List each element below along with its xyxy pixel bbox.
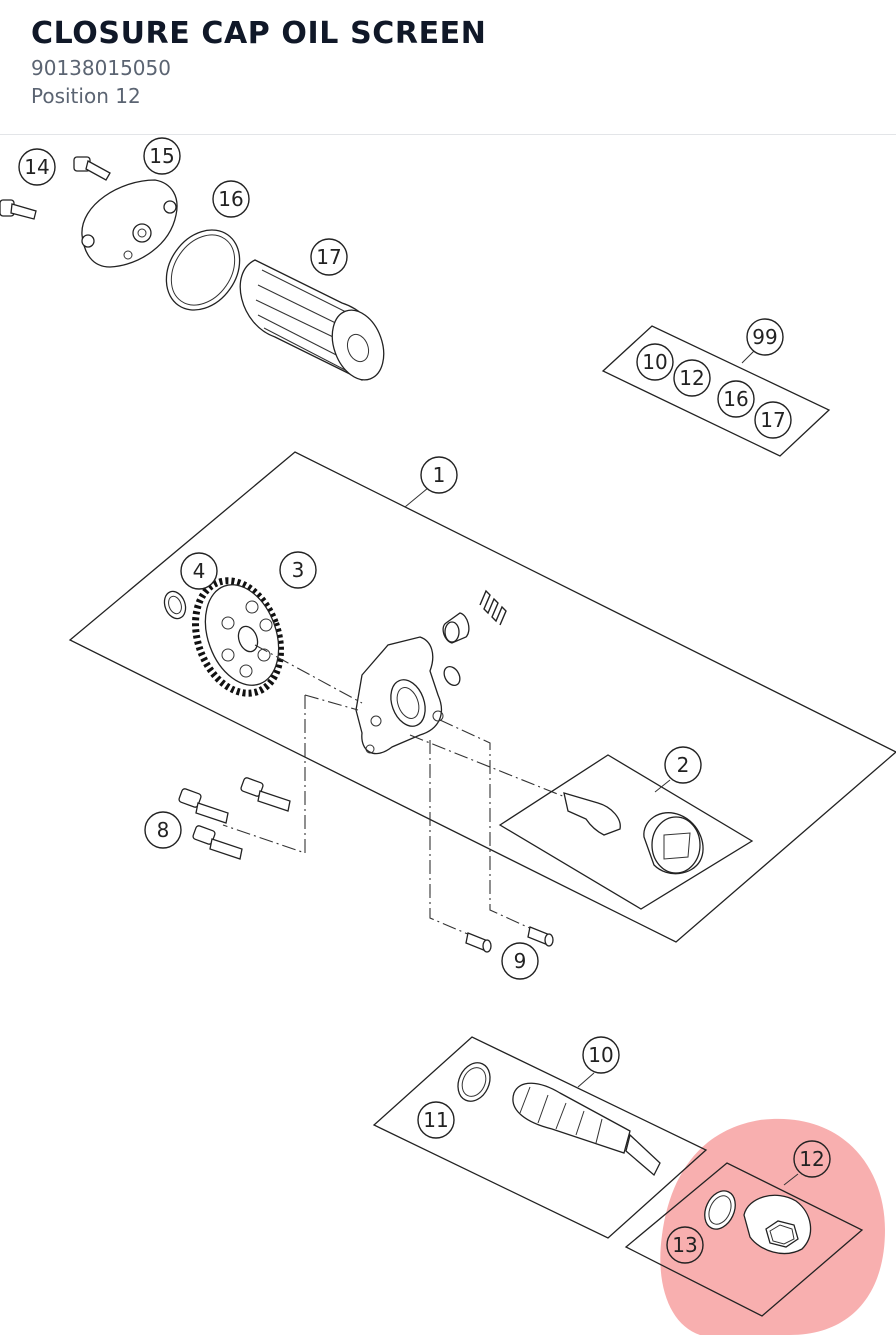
callout-kit-12[interactable]: 12	[673, 359, 711, 397]
filter-element-part	[239, 259, 385, 381]
part-number: 90138015050	[31, 56, 171, 80]
exploded-parts-diagram: 14 15 16 17 99 10 12 16 17 1 4 3 2 8 9 1…	[0, 137, 896, 1335]
callout-label: 16	[723, 387, 748, 411]
filter-cover-part	[81, 179, 178, 268]
bolt-part	[192, 825, 243, 860]
callout-14[interactable]: 14	[18, 148, 56, 186]
callout-12[interactable]: 12	[793, 1140, 831, 1178]
callout-2[interactable]: 2	[664, 746, 702, 784]
callout-label: 14	[24, 155, 49, 179]
seal-ring-part	[704, 1190, 736, 1230]
callout-label: 9	[514, 949, 527, 973]
bolt-part	[73, 156, 111, 181]
oil-filter-group	[0, 156, 385, 381]
kit-99-box	[601, 325, 831, 457]
callout-16[interactable]: 16	[212, 180, 250, 218]
bolt-part	[240, 777, 291, 812]
callout-label: 12	[799, 1147, 824, 1171]
callout-kit-10[interactable]: 10	[636, 343, 674, 381]
pump-housing-part	[355, 636, 444, 755]
closure-cap-part	[743, 1194, 812, 1254]
callout-8[interactable]: 8	[144, 811, 182, 849]
callout-label: 2	[677, 753, 690, 777]
callout-17[interactable]: 17	[310, 238, 348, 276]
gear-part	[191, 577, 285, 697]
callout-label: 11	[423, 1108, 448, 1132]
callout-10[interactable]: 10	[582, 1036, 620, 1074]
o-ring-part	[457, 1062, 491, 1102]
o-ring-part	[165, 229, 241, 311]
callout-label: 4	[193, 559, 206, 583]
callout-label: 8	[157, 818, 170, 842]
page-header: CLOSURE CAP OIL SCREEN 90138015050 Posit…	[0, 0, 896, 135]
oil-pump-assembly-box	[68, 451, 896, 943]
closure-cap-box	[624, 1162, 864, 1317]
callout-label: 10	[588, 1043, 613, 1067]
callout-label: 1	[433, 463, 446, 487]
callout-label: 15	[149, 144, 174, 168]
spring-part	[479, 589, 507, 626]
callout-1[interactable]: 1	[420, 456, 458, 494]
callout-4[interactable]: 4	[180, 552, 218, 590]
bolt-part	[0, 199, 37, 220]
callout-label: 99	[752, 325, 777, 349]
page-title: CLOSURE CAP OIL SCREEN	[31, 16, 487, 51]
callout-label: 10	[642, 350, 667, 374]
callout-3[interactable]: 3	[279, 551, 317, 589]
rotor-set-box	[498, 754, 754, 910]
oil-screen-box	[372, 1036, 708, 1239]
callout-99[interactable]: 99	[746, 318, 784, 356]
callout-label: 17	[316, 245, 341, 269]
position-label: Position 12	[31, 84, 141, 108]
callout-kit-17[interactable]: 17	[754, 401, 792, 439]
callout-13[interactable]: 13	[666, 1226, 704, 1264]
oil-screen-part	[512, 1082, 661, 1177]
inner-rotor-part	[563, 792, 621, 836]
callout-15[interactable]: 15	[143, 137, 181, 175]
callout-label: 3	[292, 558, 305, 582]
plunger-part	[442, 612, 470, 644]
washer-part	[163, 590, 187, 620]
callout-kit-16[interactable]: 16	[717, 380, 755, 418]
bolt-part	[178, 788, 229, 824]
callout-label: 17	[760, 408, 785, 432]
callout-9[interactable]: 9	[501, 942, 539, 980]
washer-part	[443, 666, 461, 686]
callout-11[interactable]: 11	[417, 1101, 455, 1139]
callout-label: 16	[218, 187, 243, 211]
outer-rotor-part	[643, 812, 704, 875]
callout-label: 13	[672, 1233, 697, 1257]
callout-label: 12	[679, 366, 704, 390]
